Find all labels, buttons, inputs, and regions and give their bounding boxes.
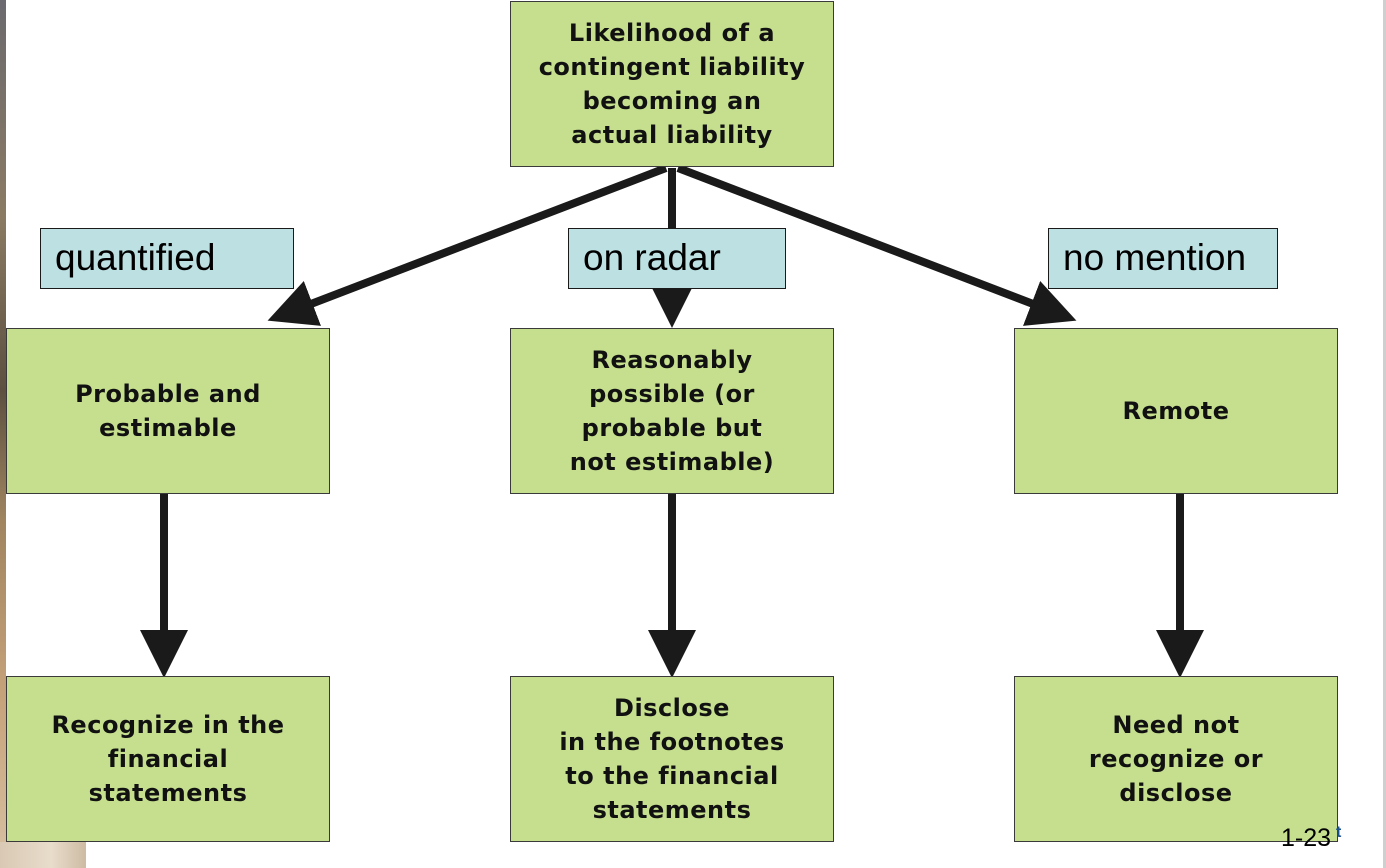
- outcome-disclose-footnotes: Disclose in the footnotes to the financi…: [510, 676, 834, 842]
- root-node-likelihood: Likelihood of a contingent liability bec…: [510, 1, 834, 167]
- arrow-root-to-right: [676, 164, 1077, 326]
- branch-label-on-radar: on radar: [568, 228, 786, 289]
- outcome-no-recognition: Need not recognize or disclose: [1014, 676, 1338, 842]
- category-remote: Remote: [1014, 328, 1338, 494]
- slide-number: 1-23: [1281, 824, 1332, 852]
- branch-label-no-mention: no mention: [1048, 228, 1278, 289]
- background-photo-strip: [0, 0, 6, 868]
- slide-edge: [1383, 0, 1386, 868]
- arrow-root-to-left: [267, 164, 668, 326]
- category-probable-estimable: Probable and estimable: [6, 328, 330, 494]
- corner-mark: t: [1336, 824, 1342, 841]
- category-reasonably-possible: Reasonably possible (or probable but not…: [510, 328, 834, 494]
- branch-label-quantified: quantified: [40, 228, 294, 289]
- background-photo-corner: [0, 842, 86, 868]
- outcome-recognize: Recognize in the financial statements: [6, 676, 330, 842]
